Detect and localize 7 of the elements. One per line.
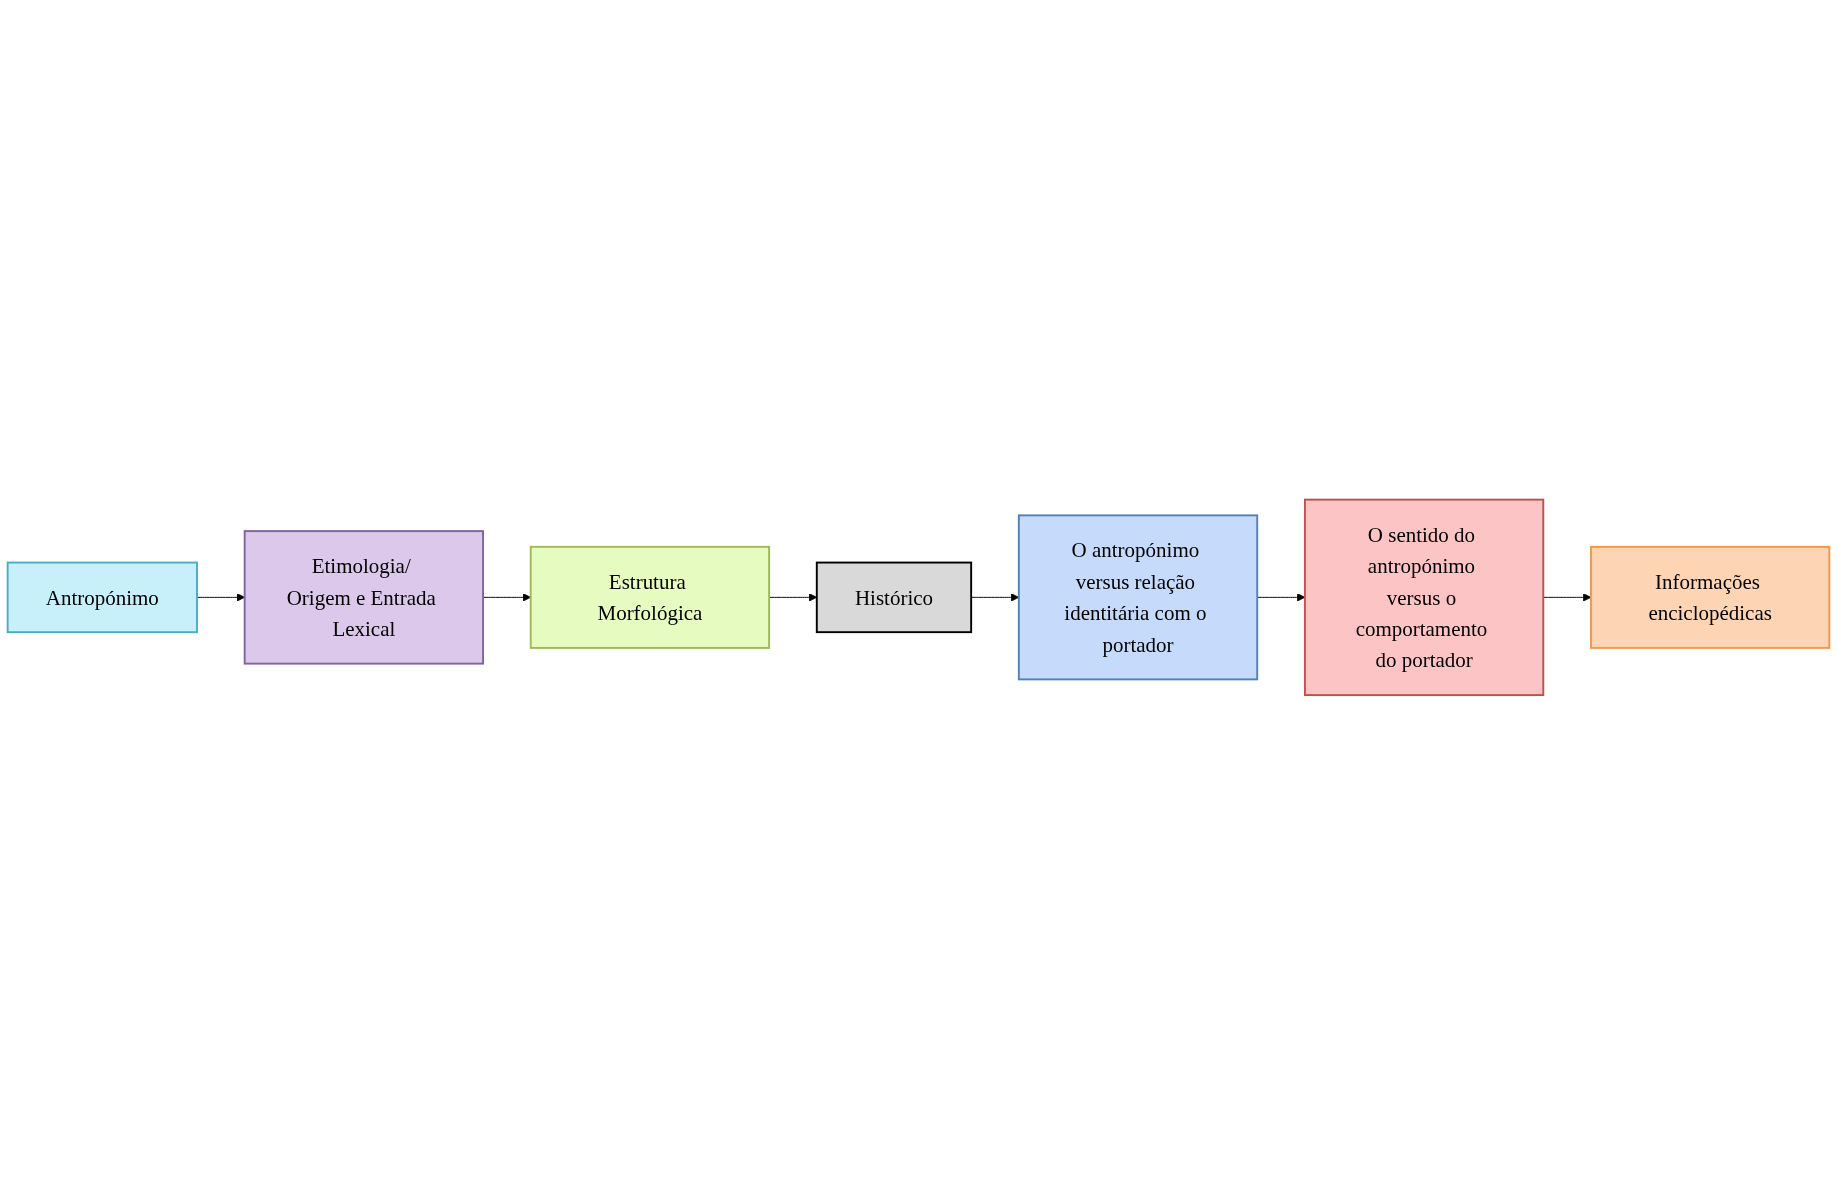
node-box: Estrutura Morfológica	[529, 545, 771, 649]
node-box: Informações enciclopédicas	[1590, 545, 1831, 649]
node-box: Histórico	[815, 561, 973, 633]
node-box: O sentido do antropónimo versus o comportamento do portador	[1303, 498, 1545, 696]
node-box: Etimologia/ Origem e Entrada Lexical	[243, 529, 484, 665]
node-box: Antropónimo	[6, 561, 198, 633]
node-box: O antropónimo versus relação identitária com o portador	[1017, 514, 1259, 680]
